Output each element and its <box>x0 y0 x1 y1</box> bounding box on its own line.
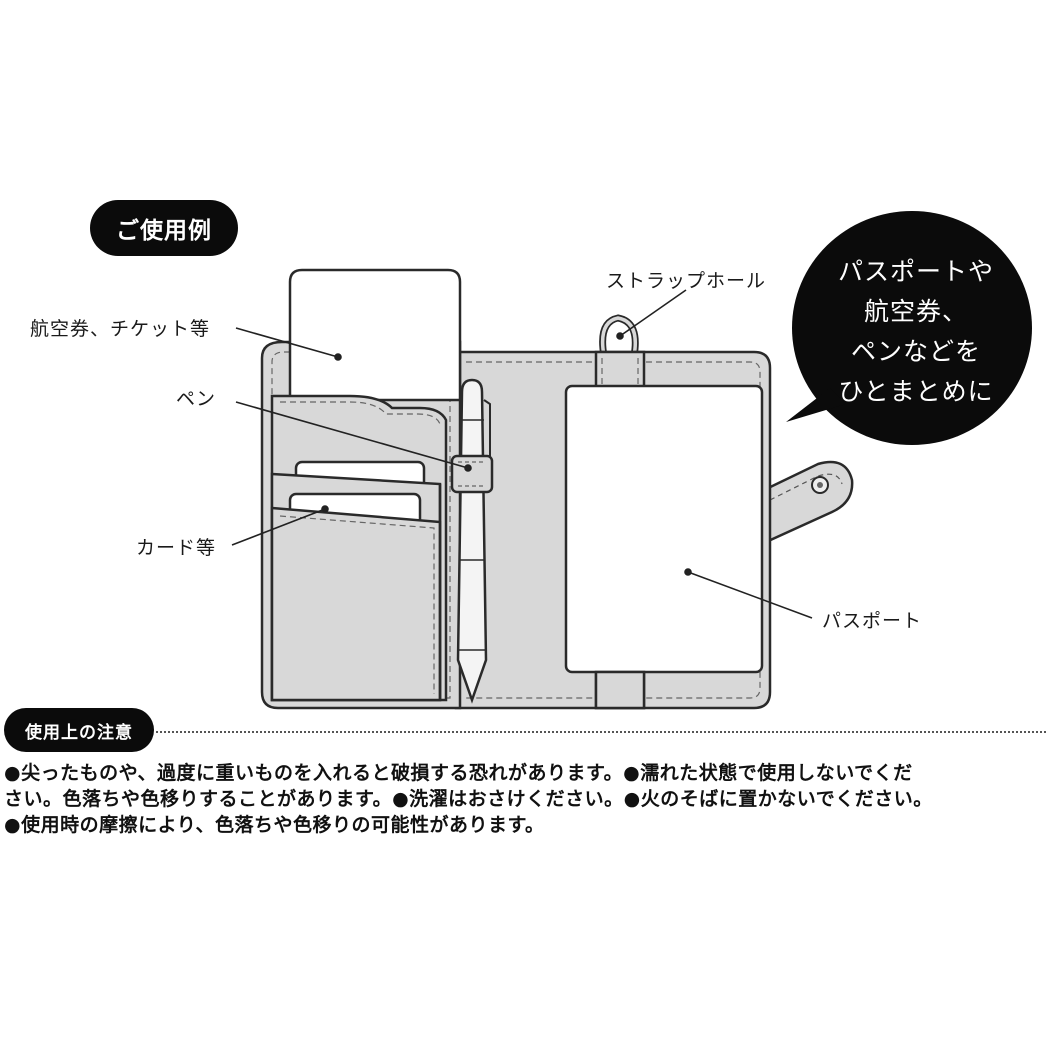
callout-line-1: パスポートや <box>837 257 994 286</box>
label-ticket: 航空券、チケット等 <box>30 318 211 340</box>
pen <box>450 378 494 704</box>
caution-notes: ●尖ったものや、過度に重いものを入れると破損する恐れがあります。●濡れた状態で使… <box>4 760 1048 838</box>
callout-line-3: ペンなどを <box>850 337 981 366</box>
caution-line-2: さい。色落ちや色移りすることがあります。●洗濯はおさけください。●火のそばに置か… <box>4 788 933 810</box>
ticket-card <box>288 268 462 402</box>
caution-badge: 使用上の注意 <box>4 708 154 752</box>
strap-ring <box>599 314 639 357</box>
callout-line-2: 航空券、 <box>863 297 968 326</box>
passport <box>564 384 764 710</box>
section-divider <box>156 731 1046 733</box>
label-pen: ペン <box>176 388 217 410</box>
caution-line-1: ●尖ったものや、過度に重いものを入れると破損する恐れがあります。●濡れた状態で使… <box>4 762 913 784</box>
card-slots <box>270 460 442 702</box>
label-passport: パスポート <box>822 610 923 632</box>
callout-line-4: ひとまとめに <box>838 377 994 406</box>
leader-lines <box>231 289 813 619</box>
caution-line-3: ●使用時の摩擦により、色落ちや色移りの可能性があります。 <box>4 814 545 836</box>
speech-bubble <box>786 211 1032 445</box>
label-card: カード等 <box>136 537 217 559</box>
callout-text: パスポートや 航空券、 ペンなどを ひとまとめに <box>808 252 1024 412</box>
label-strap-hole: ストラップホール <box>606 270 767 292</box>
clasp-strap <box>758 460 854 544</box>
usage-example-badge: ご使用例 <box>90 200 238 256</box>
